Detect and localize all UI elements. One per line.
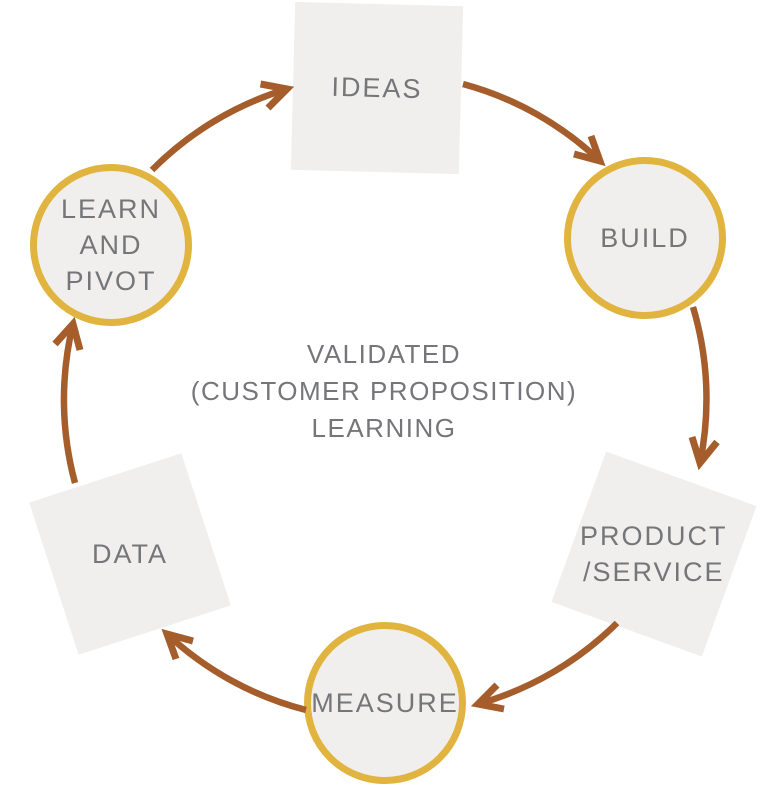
- node-ideas: IDEAS: [290, 1, 464, 175]
- arrow-curve: [164, 631, 307, 714]
- arrow-learn-to-ideas: [149, 80, 295, 173]
- arrow-curve: [60, 323, 79, 484]
- arrow-data-to-learn: [52, 316, 84, 484]
- node-data-label: DATA: [91, 539, 169, 570]
- node-learn-and-pivot: LEARN AND PIVOT: [30, 164, 192, 326]
- arrowhead-icon: [259, 80, 295, 111]
- arrowhead-icon: [470, 682, 505, 713]
- arrow-product-to-measure: [470, 620, 620, 713]
- node-measure-label: MEASURE: [311, 688, 459, 718]
- node-build-label: BUILD: [600, 223, 690, 253]
- arrowhead-icon: [573, 134, 606, 167]
- arrow-measure-to-data: [161, 628, 307, 714]
- center-caption: VALIDATED (CUSTOMER PROPOSITION) LEARNIN…: [134, 336, 634, 447]
- node-product-service: PRODUCT /SERVICE: [551, 451, 757, 657]
- center-caption-line-1: VALIDATED: [306, 339, 462, 369]
- node-build: BUILD: [564, 157, 726, 319]
- node-measure: MEASURE: [304, 622, 466, 784]
- arrowhead-icon: [161, 628, 194, 661]
- arrow-curve: [689, 306, 710, 464]
- center-caption-line-2: (CUSTOMER PROPOSITION): [190, 376, 578, 406]
- center-caption-line-3: LEARNING: [311, 413, 457, 443]
- arrow-curve: [477, 620, 620, 708]
- node-learn-label-line-3: PIVOT: [65, 266, 157, 296]
- node-learn-label-line-1: LEARN: [60, 194, 162, 224]
- node-product-service-label-line-1: PRODUCT: [580, 521, 728, 551]
- arrowhead-icon: [52, 316, 84, 351]
- arrowhead-icon: [688, 435, 720, 471]
- arrow-curve: [149, 85, 288, 173]
- node-ideas-label: IDEAS: [331, 71, 423, 105]
- node-learn-label-line-2: AND: [79, 230, 143, 260]
- arrow-build-to-product: [688, 306, 720, 471]
- arrow-curve: [462, 80, 603, 164]
- node-product-service-label-line-2: /SERVICE: [583, 557, 725, 587]
- arrow-ideas-to-build: [462, 80, 606, 167]
- node-data: DATA: [29, 453, 231, 655]
